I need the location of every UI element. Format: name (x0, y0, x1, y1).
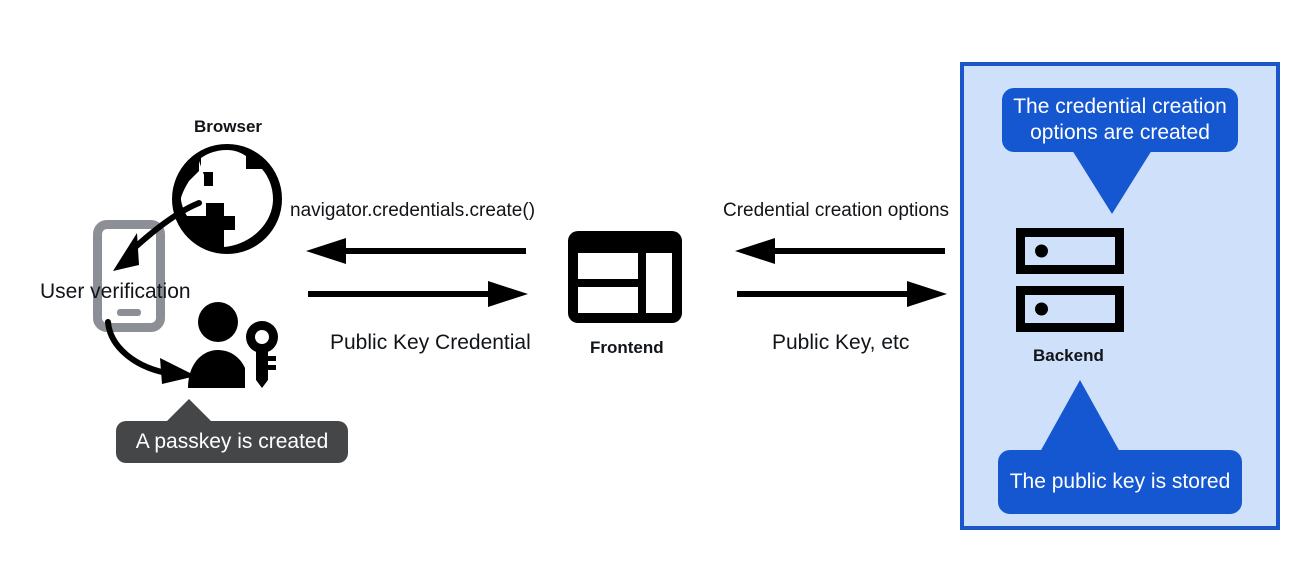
mobile-phone-icon (93, 220, 165, 332)
frontend-window-icon (568, 231, 682, 323)
credential-creation-options-label: Credential creation options (723, 200, 950, 221)
navigator-credentials-create-label: navigator.credentials.create() (290, 200, 536, 221)
server-unit-bottom (1016, 286, 1124, 332)
passkey-created-callout-text: A passkey is created (135, 429, 329, 453)
arrow-phone-to-user (105, 319, 196, 384)
credential-options-created-callout: The credential creation options are crea… (1002, 88, 1238, 152)
frontend-left-panes (578, 253, 638, 313)
public-key-etc-label: Public Key, etc (772, 331, 910, 354)
arrow-browser-to-frontend (308, 281, 528, 307)
arrow-backend-to-frontend (735, 238, 945, 264)
backend-label: Backend (1033, 346, 1104, 365)
credential-options-callout-tail (1072, 150, 1152, 214)
person-with-key-icon (188, 302, 278, 388)
user-verification-label: User verification (40, 280, 191, 303)
server-led-top-icon (1035, 244, 1048, 258)
public-key-stored-callout: The public key is stored (998, 450, 1242, 514)
globe-icon (172, 144, 282, 254)
frontend-pane-side (646, 253, 672, 313)
phone-speaker-icon (117, 309, 141, 316)
arrow-frontend-to-backend (737, 281, 947, 307)
server-led-bottom-icon (1035, 302, 1048, 316)
public-key-stored-callout-tail (1040, 380, 1120, 452)
public-key-credential-label: Public Key Credential (330, 331, 531, 354)
credential-options-created-callout-text: The credential creation options are crea… (1013, 94, 1227, 144)
server-rack-icon (1016, 228, 1124, 332)
passkey-created-callout-tail (165, 399, 213, 423)
passkey-created-callout: A passkey is created (116, 421, 348, 463)
server-unit-top (1016, 228, 1124, 274)
browser-label: Browser (194, 117, 263, 136)
frontend-pane-bottom (578, 287, 638, 313)
arrow-frontend-to-browser (306, 238, 526, 264)
public-key-stored-callout-text: The public key is stored (1009, 469, 1231, 493)
frontend-label: Frontend (590, 338, 664, 357)
arrow-browser-to-phone (113, 200, 202, 271)
frontend-pane-top (578, 253, 638, 279)
